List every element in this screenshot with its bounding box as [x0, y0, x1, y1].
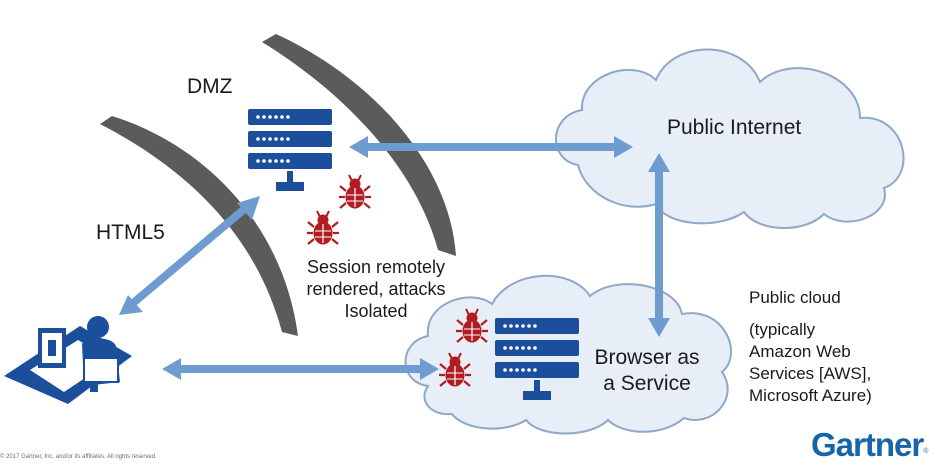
browser-service-line: Browser as: [594, 346, 700, 369]
dmz-label: DMZ: [187, 75, 233, 98]
cloud-provider-note: (typically Amazon Web Services [AWS], Mi…: [749, 319, 929, 407]
firewall-walls: [100, 34, 456, 336]
arrow-user-cloud: [162, 358, 439, 380]
user-at-workstation-icon: [4, 316, 132, 404]
session-isolation-note: Session remotely rendered, attacks Isola…: [295, 256, 457, 322]
browser-service-line: a Service: [603, 372, 691, 395]
public-internet-cloud: [555, 48, 905, 229]
cloud-note-line: Amazon Web: [749, 342, 851, 361]
bug-icon: [305, 209, 341, 246]
public-internet-label: Public Internet: [667, 116, 802, 139]
arrow-internet-cloud: [648, 153, 670, 337]
copyright-notice: © 2017 Gartner, Inc. and/or its affiliat…: [0, 454, 157, 460]
outer-firewall-wall: [100, 116, 298, 336]
dmz-server-icon: [248, 109, 332, 191]
browser-as-service-label: Browser as a Service: [583, 345, 711, 397]
gartner-logo: Gartner®: [811, 426, 928, 464]
registered-mark: ®: [923, 448, 929, 455]
cloud-server-icon: [495, 318, 579, 400]
public-cloud-label: Public cloud: [749, 288, 841, 307]
cloud-note-line: Services [AWS],: [749, 364, 872, 383]
cloud-note-line: (typically: [749, 320, 816, 339]
logo-text: Gartner: [811, 426, 924, 463]
session-note-line: Session remotely: [306, 257, 446, 277]
session-note-line: rendered, attacks: [306, 279, 446, 299]
cloud-note-line: Microsoft Azure): [749, 386, 872, 405]
arrow-dmz-internet: [349, 136, 633, 158]
connection-arrows: [119, 136, 670, 380]
arrow-user-dmz: [119, 196, 260, 315]
session-note-line: Isolated: [344, 301, 408, 321]
inner-firewall-wall: [262, 34, 456, 256]
html5-label: HTML5: [96, 221, 165, 244]
bug-icon: [337, 173, 373, 210]
